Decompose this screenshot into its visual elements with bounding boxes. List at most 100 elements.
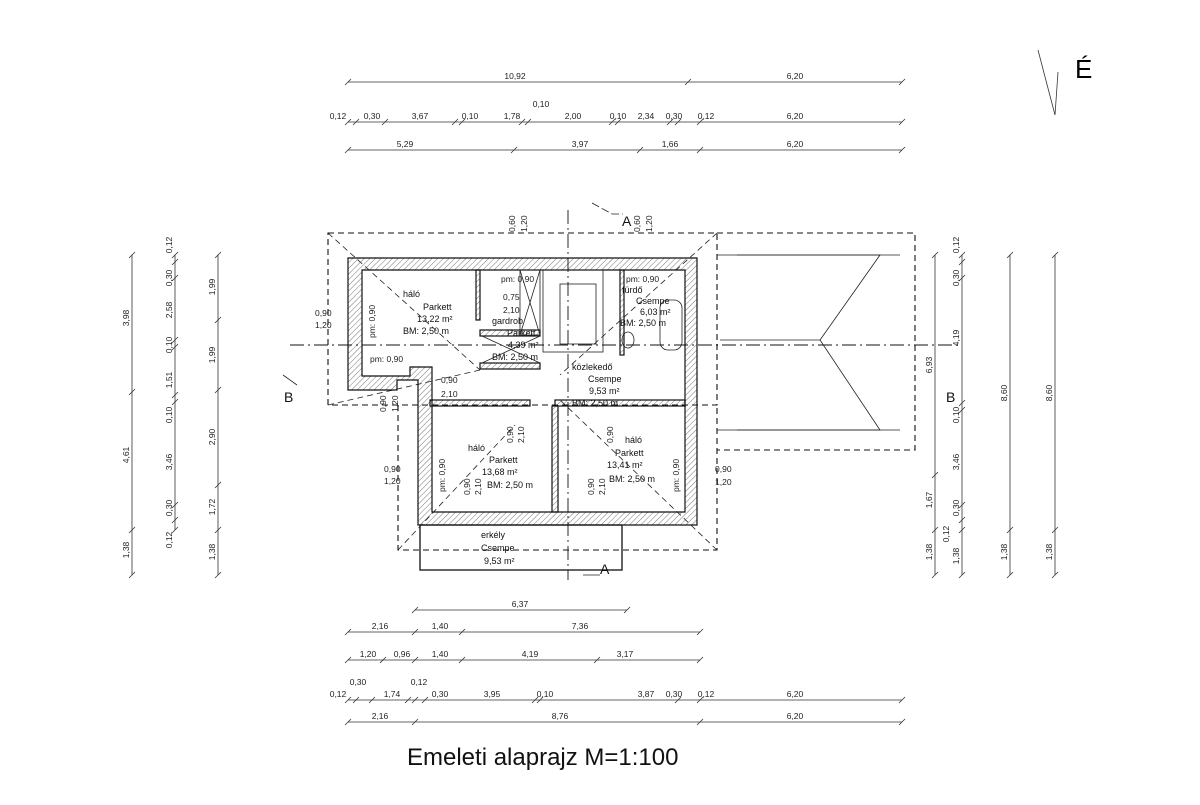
dimension-label: 1,38 [207,543,217,560]
opening-label: 0,60 [632,215,642,232]
dimension-tick [368,696,376,704]
opening-label: 1,20 [644,215,654,232]
dimension-tick [958,501,966,509]
opening-label: 2,10 [473,478,483,495]
dimension-label: 3,87 [638,689,655,699]
room-name: háló [403,289,420,299]
dimension-tick [898,118,906,126]
dimension-tick [898,696,906,704]
opening-label: pm: 0,90 [501,274,534,284]
dimension-label: 3,46 [164,453,174,470]
opening-label: pm: 0,90 [370,354,403,364]
section-lines [282,202,960,580]
dimension-tick [958,516,966,524]
dimension-tick [411,696,419,704]
dimension-label: 2,34 [638,111,655,121]
opening-label: pm: 0,90 [626,274,659,284]
dimension-tick [898,146,906,154]
dimension-tick [344,628,352,636]
dimension-label: 5,29 [397,139,414,149]
room-name: közlekedő [572,362,613,372]
dimension-label: 4,19 [951,329,961,346]
room-name: háló [625,435,642,445]
dimension-label: 2,16 [372,711,389,721]
dimension-tick [352,696,360,704]
dimension-label: 6,20 [787,711,804,721]
opening-label: 2,10 [516,426,526,443]
opening-label: 0,90 [586,478,596,495]
dimension-tick [421,696,429,704]
dimension-tick [171,501,179,509]
opening-label: 1,20 [715,477,732,487]
dimension-tick [451,118,459,126]
dimension-label: 6,20 [787,111,804,121]
dimension-label: 3,17 [617,649,634,659]
dimension-label: 3,95 [484,689,501,699]
dimension-tick [458,118,466,126]
dimension-tick [510,146,518,154]
dimension-tick [214,251,222,259]
dimension-label: 2,16 [372,621,389,631]
room-height: BM: 2,50 m [403,326,449,336]
dimension-tick [171,274,179,282]
room-floor: Parkett [423,302,452,312]
room-erkely: erkély Csempe 9,53 m² [481,530,515,566]
opening-label: 0,60 [507,215,517,232]
dimension-label: 1,66 [662,139,679,149]
room-height: BM: 2,50 m [572,398,618,408]
dimension-label: 6,20 [787,689,804,699]
room-area: 4,39 m² [508,340,539,350]
opening-label: 0,90 [441,375,458,385]
dimension-tick [171,391,179,399]
room-area: 6,03 m² [640,307,671,317]
room-furdo: fürdő Csempe 6,03 m² BM: 2,50 m [620,285,671,328]
opening-label: pm: 0,90 [367,305,377,338]
dimension-tick [381,118,389,126]
room-area: 13,22 m² [417,314,453,324]
dimension-tick [344,78,352,86]
dimension-label: 0,12 [698,689,715,699]
dimension-tick [518,118,526,126]
dimension-tick [684,78,692,86]
dimension-tick [958,251,966,259]
dimension-tick [344,696,352,704]
dimension-label: 8,60 [999,384,1009,401]
drawing-title: Emeleti alaprajz M=1:100 [407,744,678,771]
room-halo-3: háló Parkett 13,41 m² BM: 2,50 m [607,435,655,484]
dimension-tick [524,118,532,126]
dimension-tick [411,718,419,726]
dimension-tick [344,656,352,664]
opening-label: 2,10 [441,389,458,399]
dimension-tick [696,146,704,154]
section-b-right-label: B [946,389,955,405]
dimension-label: 0,30 [666,689,683,699]
room-name: erkély [481,530,506,540]
dimension-tick [128,251,136,259]
room-floor: Parkett [507,328,536,338]
dimension-tick [379,656,387,664]
walls [347,257,698,571]
dimension-label: 1,51 [164,371,174,388]
dimension-tick [614,118,622,126]
dimension-tick [352,118,360,126]
dimension-label: 0,30 [164,499,174,516]
dimension-label: 0,96 [394,649,411,659]
room-height: BM: 2,50 m [620,318,666,328]
dimension-label: 0,30 [666,111,683,121]
dimension-tick [214,571,222,579]
room-name: gardrob [492,316,523,326]
dimension-label: 1,38 [999,543,1009,560]
dimension-tick [696,696,704,704]
opening-labels: pm: 0,90 pm: 0,90 pm: 0,90 0,75 2,10 0,9… [315,215,732,495]
room-area: 13,68 m² [482,467,518,477]
dimension-tick [608,118,616,126]
dimension-tick [214,481,222,489]
dimension-label: 0,30 [951,499,961,516]
dimension-tick [458,656,466,664]
dimension-tick [171,251,179,259]
room-name: fürdő [622,285,643,295]
dimension-tick [411,628,419,636]
dimension-label: 3,98 [121,309,131,326]
north-label: É [1075,54,1092,84]
dimension-label: 0,12 [330,111,347,121]
